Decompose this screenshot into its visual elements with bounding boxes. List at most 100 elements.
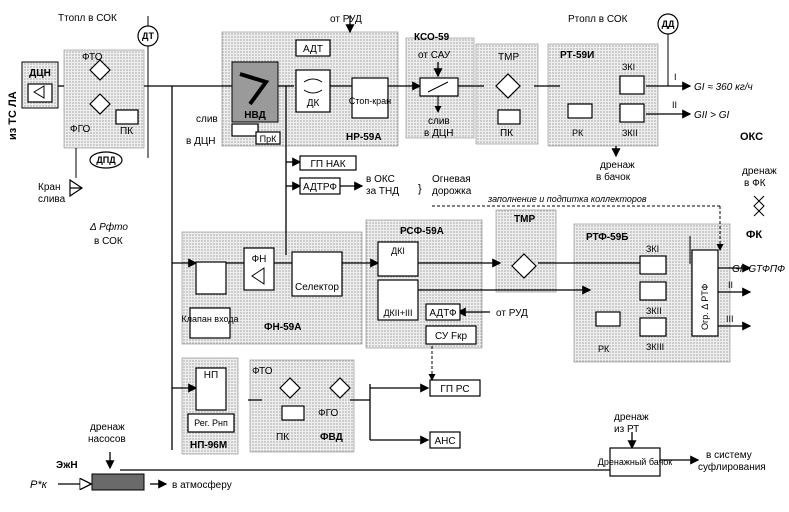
zk2-icon (619, 103, 645, 123)
selector-label: Селектор (295, 282, 339, 293)
su-fkr-label: СУ Fкр (435, 331, 468, 342)
roman-ii-mid: II (728, 280, 733, 290)
rsf59a-label: РСФ-59А (400, 226, 444, 237)
rk-top-icon (567, 103, 593, 119)
ezhn-label: ЭжН (56, 460, 78, 471)
fire-track-label: Огневая (432, 174, 471, 185)
dd-sensor-icon (657, 13, 679, 35)
stop-valve-label: Стоп-кран (349, 96, 391, 106)
zk1b-label: ЗКI (646, 244, 659, 254)
rk-mid-icon (595, 311, 621, 327)
gp-nak-label: ГП НАК (310, 159, 345, 170)
pk-b-label: ПК (276, 432, 289, 443)
p-fuel-sok-label: Pтопл в СОК (568, 14, 628, 25)
gp-rs-box (429, 379, 481, 397)
tmr-top-label: ТМР (498, 52, 519, 63)
drain-tank-box-label: Дренажный бачок (598, 457, 673, 467)
from-rt-drain-label-2: из РТ (614, 424, 639, 435)
reg-pnp-label: Рег. Pнп (194, 418, 228, 428)
fgo-b-icon (329, 377, 351, 399)
dp-fto-label-2: в СОК (94, 236, 123, 247)
adtrf-box (299, 177, 341, 195)
dcn-label: ДЦН (29, 68, 51, 79)
rt59i-label: РТ-59И (560, 50, 594, 61)
zk1-label: ЗКI (622, 62, 635, 72)
drain-dcn-top-2: в ДЦН (186, 136, 215, 147)
from-sau-label: от САУ (418, 50, 451, 61)
nr59a-label: НР-59А (346, 132, 382, 143)
fgo-filter-icon (89, 93, 111, 115)
roman-ii-top: II (672, 100, 677, 110)
zk1-icon (619, 75, 645, 95)
dk23-box (377, 279, 419, 321)
dk-nr-label: ДК (307, 98, 320, 109)
fn-box (243, 247, 275, 291)
tmr-mid-icon (511, 253, 537, 279)
roman-iii-mid: III (726, 314, 734, 324)
pk-b-icon (281, 405, 305, 421)
ans-box (429, 431, 461, 449)
dk-nr-box (295, 69, 331, 113)
drain-dcn-mid: слив (428, 116, 450, 127)
main-fuel-line (56, 16, 752, 484)
ogr-dp-box (691, 249, 719, 337)
su-fkr-box (425, 325, 477, 345)
adtrf-label: АДТРФ (303, 182, 337, 193)
pk-left-label: ПК (120, 126, 133, 137)
from-rud-mid: от РУД (496, 308, 528, 319)
gi-label: GI ≈ 360 кг/ч (694, 82, 753, 93)
fgo-label: ФГО (70, 124, 90, 135)
nvd-pump-icon (231, 61, 279, 123)
fk-label: ФК (746, 229, 762, 241)
dk23-label: ДКII+III (383, 308, 412, 318)
rt59i-panel (547, 43, 659, 147)
drain-valve-label: Кран (38, 182, 60, 193)
tmr-top-icon (495, 73, 521, 99)
roman-i-top: I (674, 72, 677, 82)
drain-tank-box (609, 447, 661, 477)
to-atm-label: в атмосферу (172, 479, 232, 491)
dp-fto-label: Δ Pфто (89, 221, 128, 233)
to-tnd-label: за ТНД (366, 186, 399, 197)
zk3b-label: ЗКIII (646, 342, 664, 352)
adtf-box (425, 303, 461, 321)
gi-gt-label: GI=GТФПФ (732, 264, 785, 275)
oks-drain-label: дренаж (742, 166, 777, 177)
pump-drain-label: дренаж (90, 422, 125, 433)
kso59-label: КСО-59 (414, 32, 450, 43)
fn-label: ФН (252, 254, 267, 265)
drain-dcn-mid-2: в ДЦН (424, 128, 453, 139)
drain-tank-label-2: в бачок (596, 171, 631, 183)
adt-label: АДТ (303, 44, 323, 55)
tmr-mid-label: ТМР (514, 214, 535, 225)
fn59a-label: ФН-59А (264, 322, 301, 333)
fill-text-label: заполнение и подпитка коллекторов (487, 194, 647, 204)
nvd-label: НВД (244, 110, 265, 121)
drain-valve-label-2: слива (38, 194, 66, 205)
oks-drain-label-2: в ФК (744, 178, 766, 189)
rk-top-label: РК (572, 128, 584, 138)
to-suflir-label: в систему (706, 450, 752, 461)
prk-box (255, 131, 281, 145)
pk-top-label: ПК (500, 128, 513, 139)
dcn-unit: ДЦН (21, 61, 59, 109)
oks-label: ОКС (740, 131, 763, 143)
selector-box (291, 251, 343, 297)
brace: } (418, 183, 422, 195)
inlet-valve-icon (195, 261, 227, 295)
fto-b-icon (279, 377, 301, 399)
np-box (195, 367, 227, 411)
gii-label: GII > GI (694, 110, 730, 121)
pump-drain-label-2: насосов (88, 434, 126, 445)
fvd-label: ФВД (320, 432, 343, 443)
tmr-mid-panel (495, 209, 557, 293)
from-ts-la-label: из ТС ЛА (7, 91, 19, 140)
fto-label: ФТО (82, 52, 103, 63)
drain-tank-label: дренаж (600, 160, 635, 171)
fto-b-label: ФТО (252, 366, 273, 377)
pk-left-icon (115, 109, 139, 125)
dpd-label: ДПД (96, 155, 116, 165)
inlet-valve-label: Клапан входа (181, 314, 238, 324)
fto-filter-icon (89, 59, 111, 81)
